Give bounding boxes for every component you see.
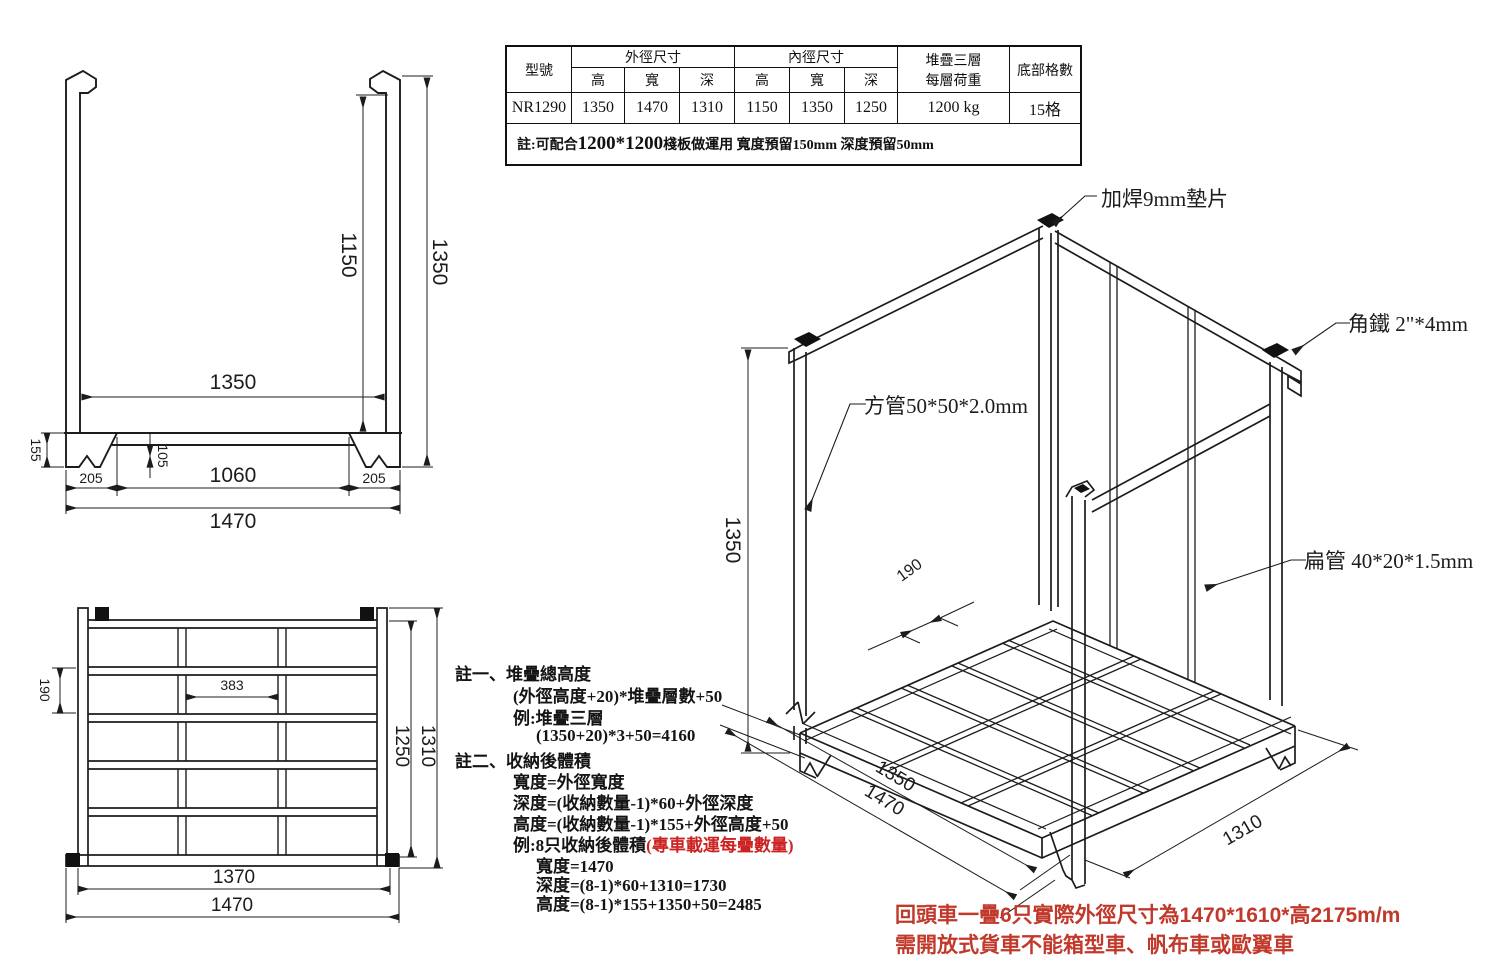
- note1-title: 註一、堆疊總高度: [455, 665, 591, 684]
- inner-w-header: 寬: [789, 67, 845, 93]
- top-dim-center-span: 383: [220, 677, 244, 693]
- note2-example-black: 例:8只收納後體積: [513, 836, 647, 855]
- note1-formula: (外徑高度+20)*堆疊層數+50: [513, 687, 723, 706]
- table-note-prefix: 註:可配合: [517, 138, 578, 153]
- col-load-line2: 每層荷重: [925, 73, 982, 89]
- inner-d-value: 1250: [844, 92, 898, 124]
- note2-depth-rule: 深度=(收納數量-1)*60+外徑深度: [513, 794, 754, 813]
- outer-h-value: 1350: [571, 92, 625, 124]
- note2-height-rule: 高度=(收納數量-1)*155+外徑高度+50: [513, 815, 789, 834]
- front-view-drawing: [41, 69, 433, 514]
- table-note-suffix: 棧板做運用 寬度預留150mm 深度預留50mm: [663, 138, 934, 153]
- front-dim-inner-height: 1150: [337, 232, 360, 278]
- inner-h-value: 1150: [734, 92, 790, 124]
- front-dim-bottom-inner: 1060: [209, 464, 257, 487]
- col-inner-header: 內徑尺寸: [734, 45, 898, 68]
- front-dim-base-height: 155: [28, 438, 44, 462]
- col-outer-header: 外徑尺寸: [571, 45, 735, 68]
- spec-table: 型號 外徑尺寸 內徑尺寸 堆疊三層 每層荷重 底部格數 高 寬 深 高 寬 深 …: [505, 45, 1082, 166]
- outer-d-value: 1310: [679, 92, 735, 124]
- table-header-row-1: 型號 外徑尺寸 內徑尺寸 堆疊三層 每層荷重 底部格數: [505, 45, 1082, 93]
- table-note-row: 註:可配合1200*1200棧板做運用 寬度預留150mm 深度預留50mm: [505, 123, 1082, 166]
- table-note: 註:可配合1200*1200棧板做運用 寬度預留150mm 深度預留50mm: [505, 123, 1082, 166]
- top-dim-inner-depth: 1250: [391, 724, 412, 768]
- front-dim-foot-left: 205: [79, 470, 103, 486]
- note1-example: 例:堆疊三層: [513, 709, 604, 728]
- note2-example-red: (專車載運每疊數量): [646, 836, 794, 855]
- front-dim-total-width: 1470: [209, 510, 257, 533]
- note2-example: 例:8只收納後體積(專車載運每疊數量): [513, 831, 794, 856]
- note2-calc-height: 高度=(8-1)*155+1350+50=2485: [536, 895, 762, 914]
- iso-label-flat-tube: 扁管 40*20*1.5mm: [1304, 549, 1474, 573]
- table-note-bold: 1200*1200: [577, 133, 664, 154]
- outer-w-header: 寬: [624, 67, 680, 93]
- col-load-header: 堆疊三層 每層荷重: [897, 45, 1010, 93]
- top-dim-outer-depth: 1310: [417, 724, 438, 768]
- inner-h-header: 高: [734, 67, 790, 93]
- front-dim-outer-height: 1350: [428, 238, 451, 286]
- warning-line2: 需開放式貨車不能箱型車、帆布車或歐翼車: [895, 934, 1294, 957]
- front-view-dim-lines: [43, 77, 431, 512]
- col-grid-header: 底部格數: [1009, 45, 1082, 93]
- top-view-drawing: [52, 607, 443, 923]
- note1-calc: (1350+20)*3+50=4160: [536, 726, 696, 745]
- inner-d-header: 深: [844, 67, 898, 93]
- iso-leader-lines: [804, 195, 1350, 592]
- corner-post-markers: [66, 607, 399, 867]
- grid-count-value: 15格: [1009, 92, 1082, 124]
- iso-dim-lines: [724, 349, 1351, 901]
- model-value: NR1290: [505, 92, 572, 124]
- front-dim-inner-width: 1350: [209, 371, 257, 394]
- note2-width-rule: 寬度=外徑寬度: [513, 773, 625, 792]
- load-value: 1200 kg: [897, 92, 1010, 124]
- outer-w-value: 1470: [624, 92, 680, 124]
- top-dim-inner-width: 1370: [212, 867, 256, 888]
- top-dim-slat-pitch: 190: [37, 678, 53, 702]
- iso-dim-height: 1350: [721, 516, 744, 564]
- front-dim-foot-height: 105: [155, 444, 171, 468]
- outer-h-header: 高: [571, 67, 625, 93]
- iso-label-angle-iron: 角鐵 2"*4mm: [1348, 312, 1468, 336]
- table-data-row: NR1290 1350 1470 1310 1150 1350 1250 120…: [505, 92, 1082, 124]
- col-load-line1: 堆疊三層: [925, 53, 982, 69]
- table-header-row-2: 高 寬 深 高 寬 深: [506, 67, 1081, 93]
- iso-label-weld-pad: 加焊9mm墊片: [1101, 187, 1229, 211]
- note2-title: 註二、收納後體積: [455, 752, 591, 771]
- note2-calc-width: 寬度=1470: [536, 857, 614, 876]
- col-model-header: 型號: [505, 45, 572, 93]
- note2-calc-depth: 深度=(8-1)*60+1310=1730: [536, 876, 727, 895]
- top-dim-outer-width: 1470: [210, 895, 254, 916]
- top-view-dim-lines: [56, 607, 441, 921]
- warning-line1: 回頭車一疊6只實際外徑尺寸為1470*1610*高2175m/m: [895, 904, 1401, 927]
- iso-label-square-tube: 方管50*50*2.0mm: [864, 394, 1028, 418]
- weld-pad-markers: [794, 213, 1289, 493]
- outer-d-header: 深: [679, 67, 735, 93]
- iso-view-drawing: [719, 195, 1359, 919]
- front-dim-foot-right: 205: [362, 470, 386, 486]
- inner-w-value: 1350: [789, 92, 845, 124]
